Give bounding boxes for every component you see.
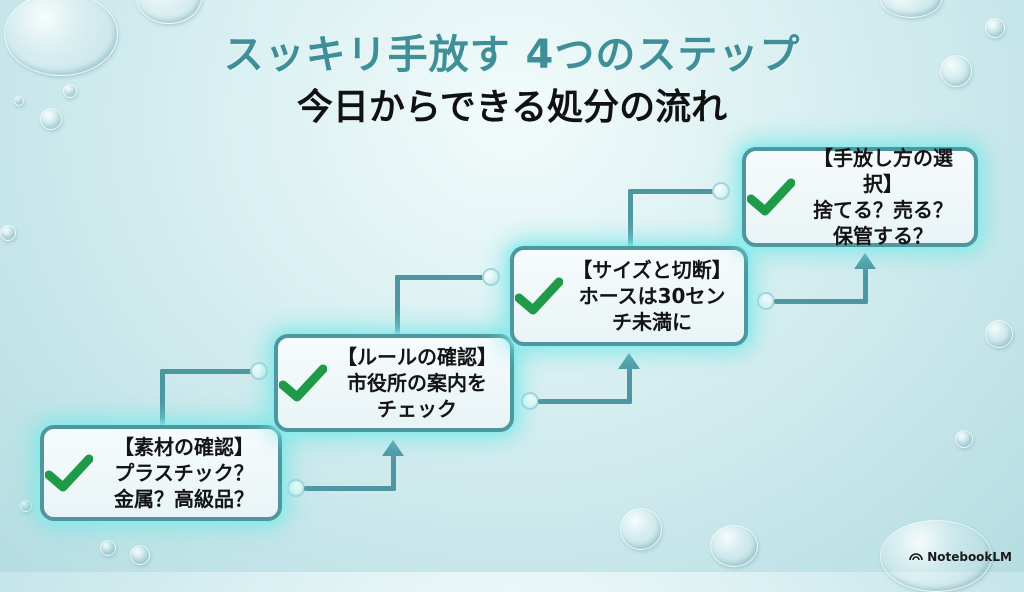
water-droplet <box>985 320 1013 348</box>
connector-line <box>628 189 633 249</box>
step-line: チ未満に <box>612 310 692 334</box>
connector-line <box>395 275 400 335</box>
arrow-up-icon <box>854 253 876 269</box>
step-line: 金属？高級品？ <box>114 487 254 511</box>
page-subtitle: 今日からできる処分の流れ <box>296 87 728 128</box>
water-droplet <box>63 84 77 98</box>
connector-line <box>160 369 165 425</box>
step-line: 保管する？ <box>833 224 933 248</box>
check-icon <box>38 453 100 493</box>
arrow-up-icon <box>618 353 640 369</box>
connector-node <box>712 182 730 200</box>
connector-line <box>160 369 256 374</box>
connector-node <box>250 362 268 380</box>
step-card-4: 【手放し方の選択】 捨てる？売る？ 保管する？ <box>740 146 978 248</box>
water-droplet <box>130 545 150 565</box>
connector-line <box>538 399 632 404</box>
check-icon <box>740 177 802 217</box>
water-droplet <box>20 500 32 512</box>
water-droplet <box>136 0 202 24</box>
step-card-2: 【ルールの確認】 市役所の案内を チェック <box>274 334 514 432</box>
connector-node <box>757 292 775 310</box>
water-droplet <box>880 0 942 18</box>
step-card-1: 【素材の確認】 プラスチック？ 金属？高級品？ <box>40 425 282 521</box>
water-droplet <box>100 540 116 556</box>
step-heading: 【ルールの確認】 <box>337 345 497 369</box>
step-heading: 【サイズと切断】 <box>572 258 732 282</box>
water-droplet <box>4 0 118 76</box>
notebooklm-branding: NotebookLM <box>909 550 1012 564</box>
check-icon <box>508 276 570 316</box>
connector-line <box>395 275 487 280</box>
step-line: 市役所の案内を <box>347 371 487 395</box>
connector-line <box>304 486 396 491</box>
branding-label: NotebookLM <box>927 550 1012 564</box>
step-heading: 【手放し方の選択】 <box>813 146 953 196</box>
water-droplet <box>710 525 758 567</box>
connector-node <box>482 268 500 286</box>
water-droplet <box>40 108 62 130</box>
connector-line <box>774 299 868 304</box>
water-droplet <box>14 96 24 106</box>
step-heading: 【素材の確認】 <box>114 435 254 459</box>
page-title: スッキリ手放す 4つのステップ <box>223 32 801 78</box>
connector-line <box>391 455 396 491</box>
step-card-3: 【サイズと切断】 ホースは30セン チ未満に <box>510 246 748 346</box>
step-line: チェック <box>377 397 457 421</box>
connector-line <box>627 368 632 404</box>
water-droplet <box>985 18 1005 38</box>
notebooklm-logo-icon <box>909 550 923 564</box>
water-droplet <box>0 225 16 241</box>
water-droplet <box>940 55 972 87</box>
step-line: プラスチック？ <box>114 461 254 485</box>
water-droplet <box>955 430 973 448</box>
connector-node <box>521 392 539 410</box>
connector-node <box>287 479 305 497</box>
check-icon <box>272 363 334 403</box>
step-line: 捨てる？売る？ <box>813 198 953 222</box>
connector-line <box>863 268 868 304</box>
arrow-up-icon <box>382 440 404 456</box>
connector-line <box>628 189 716 194</box>
water-droplet <box>620 508 662 550</box>
step-line: ホースは30セン <box>578 284 726 308</box>
